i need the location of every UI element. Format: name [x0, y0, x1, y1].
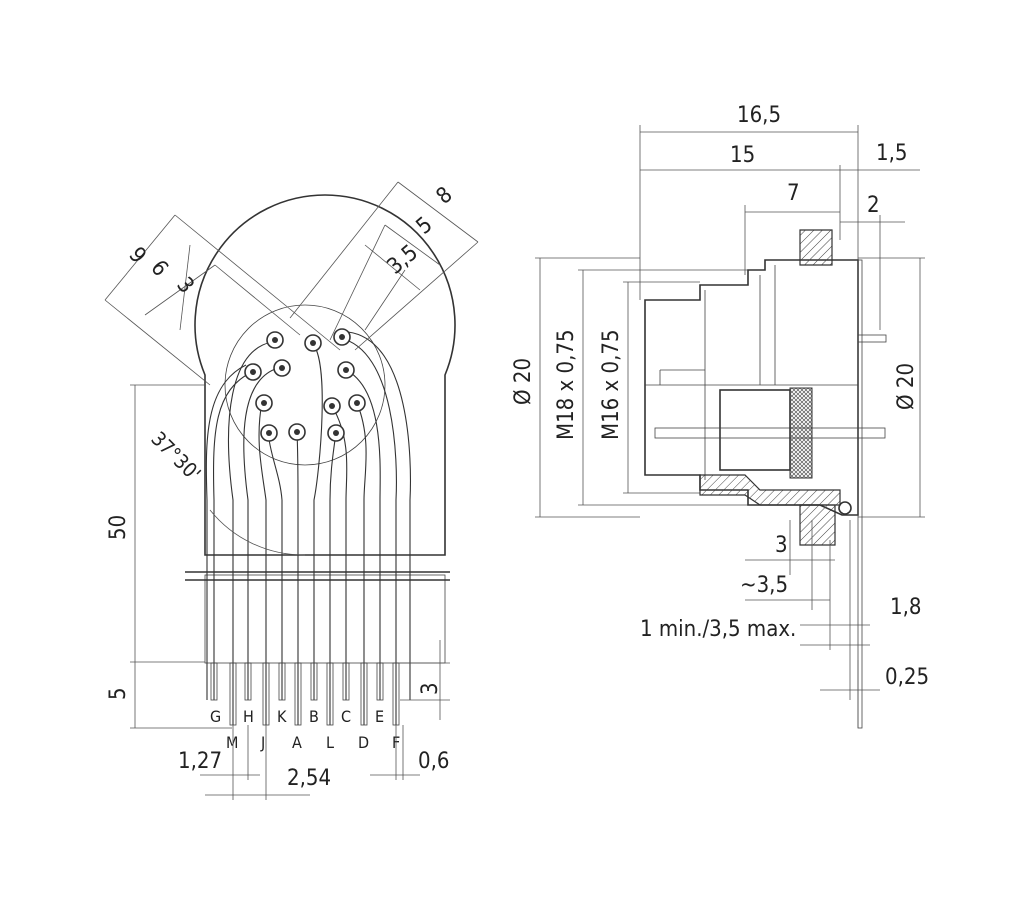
dim-label-3-5: 3,5 — [383, 240, 423, 279]
panel-bottom — [799, 504, 836, 546]
pin-label: G — [210, 707, 221, 726]
dim-lines-top — [639, 125, 920, 330]
inner-circle — [224, 304, 386, 466]
pin-label: C — [341, 707, 351, 726]
contact-pin — [654, 427, 886, 439]
pin-label: H — [243, 707, 254, 726]
angle-arc — [209, 509, 306, 556]
pin-labels-top: G H K B C E — [210, 707, 384, 726]
dim-label-m18: M18 x 0,75 — [554, 329, 579, 440]
pin-label: J — [260, 733, 265, 752]
pin-labels-bottom: M J A L D F — [226, 733, 400, 752]
dim-label-0-25: 0,25 — [885, 665, 929, 690]
nut — [699, 474, 841, 506]
pin-label: L — [326, 733, 334, 752]
oring — [838, 501, 852, 515]
dim-label-1-5: 1,5 — [876, 141, 907, 166]
pin-label: M — [226, 733, 238, 752]
dim-label-panel: 1 min./3,5 max. — [640, 617, 796, 642]
dim-label-1-27: 1,27 — [178, 749, 222, 774]
dim-3-right — [400, 640, 450, 720]
dim-lines-bottom — [745, 520, 880, 728]
pin-label: A — [292, 733, 302, 752]
pin-pads — [244, 328, 366, 442]
dim-label-3-5: ~3,5 — [740, 573, 788, 598]
insert — [719, 389, 791, 471]
dim-label-5: 5 — [412, 212, 438, 239]
dim-label-3-right: 3 — [418, 682, 443, 695]
pin-label: K — [277, 707, 287, 726]
seal — [789, 387, 813, 479]
dim-label-16-5: 16,5 — [737, 103, 781, 128]
dim-label-dia-20-left: Ø 20 — [511, 358, 536, 405]
pin-label: D — [358, 733, 369, 752]
pin-label: E — [375, 707, 384, 726]
dim-label-15: 15 — [730, 143, 755, 168]
dim-lines-right-angled — [289, 181, 479, 351]
dim-label-angle: 37°30' — [146, 427, 205, 486]
pcb-traces — [205, 331, 412, 725]
washer — [857, 259, 863, 729]
connector-body — [644, 259, 859, 516]
connector-circle — [194, 194, 456, 556]
dim-label-5-bottom: 5 — [106, 687, 131, 700]
dim-label-50: 50 — [106, 515, 131, 540]
dim-label-3: 3 — [775, 533, 788, 558]
dim-50 — [130, 384, 232, 729]
dim-label-9: 9 — [123, 243, 150, 269]
lead-block — [204, 574, 446, 664]
dim-label-m16: M16 x 0,75 — [599, 329, 624, 440]
dim-label-6: 6 — [145, 256, 172, 282]
side-view: 16,5 15 1,5 7 2 Ø 20 M18 x 0,75 M16 x 0,… — [511, 103, 929, 729]
dim-bottom — [200, 725, 420, 800]
dim-label-2: 2 — [867, 193, 880, 218]
dim-label-7: 7 — [787, 181, 800, 206]
front-view: G H K B C E M J A L D F — [104, 181, 479, 800]
dim-label-3: 3 — [171, 273, 198, 299]
dim-label-1-8: 1,8 — [890, 595, 921, 620]
pin-label: B — [309, 707, 319, 726]
dim-lines-left-angled — [104, 214, 341, 386]
dim-label-dia-20-right: Ø 20 — [894, 363, 919, 410]
dim-label-0-6: 0,6 — [418, 749, 449, 774]
panel-top — [799, 229, 833, 266]
dim-lines-vertical — [535, 257, 925, 518]
dim-label-2-54: 2,54 — [287, 766, 331, 791]
dim-label-8: 8 — [432, 182, 458, 209]
lead-tips — [210, 662, 400, 726]
